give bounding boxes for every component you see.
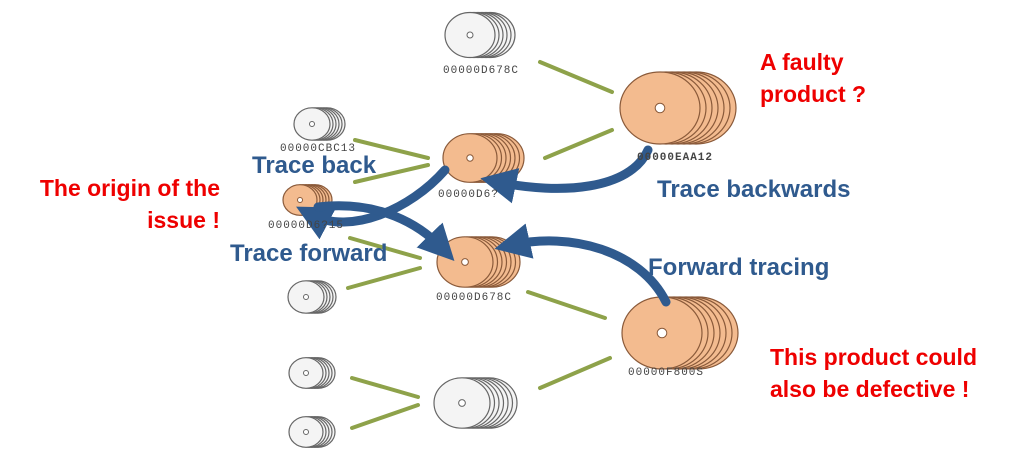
link-top-faulty	[538, 60, 614, 94]
serial-label-mid-upper: 00000D6?	[438, 189, 499, 201]
disc-hole	[458, 399, 466, 407]
serial-label-defective: 00000F800S	[628, 367, 704, 379]
serial-label-mid-lower: 00000D678C	[436, 292, 512, 304]
disc-hole	[297, 197, 303, 203]
link-leftlow2-bottom	[350, 403, 420, 430]
node-disc-stack	[287, 280, 337, 314]
origin-annotation: The origin of the issue !	[39, 175, 220, 233]
node-disc-stack-faulty	[619, 71, 737, 145]
disc-hole	[656, 327, 668, 339]
could-be-defective-annotation: This product could also be defective !	[770, 344, 977, 402]
trace-forward-label: Trace forward	[230, 240, 388, 267]
link-leftlow1-bottom	[350, 376, 420, 399]
node-disc-stack	[433, 377, 518, 429]
forward-tracing-arrow	[494, 223, 671, 307]
trace-backwards-label: Trace backwards	[657, 176, 851, 203]
disc-hole	[303, 429, 309, 435]
trace-backwards-arrow	[480, 145, 653, 204]
node-disc-stack	[444, 11, 516, 59]
faulty-product-annotation: A faulty product ?	[760, 49, 867, 107]
serial-label-top: 00000D678C	[443, 65, 519, 77]
link-leftmid-midlower	[346, 266, 422, 290]
disc-hole	[466, 31, 474, 39]
link-bottom-defective	[538, 356, 612, 390]
disc-hole	[654, 102, 666, 114]
link-origin-midlower	[348, 236, 422, 260]
disc-hole	[303, 370, 309, 376]
trace-back-label: Trace back	[252, 152, 377, 179]
node-disc-stack	[288, 416, 336, 448]
node-disc-stack	[442, 133, 525, 183]
disc-hole	[461, 258, 469, 266]
node-disc-stack	[293, 107, 346, 141]
link-midlower-defective	[526, 290, 607, 320]
trace-arrows	[296, 145, 671, 307]
serial-label-faulty: 00000EAA12	[637, 152, 713, 164]
disc-hole	[303, 294, 309, 300]
connector-lines	[346, 60, 614, 430]
serial-label-origin: 00000D6?15	[268, 220, 344, 232]
serial-label-cbc13: 00000CBC13	[280, 143, 356, 155]
node-disc-stack	[288, 357, 336, 389]
disc-hole	[309, 121, 315, 127]
serial-labels: 00000D678C 00000CBC13 00000D6?15 00000D6…	[268, 65, 713, 379]
link-origin-midupper	[353, 163, 430, 184]
link-midupper-faulty	[543, 128, 614, 160]
trace-forward-arrow	[313, 201, 455, 262]
node-disc-stack-defective	[621, 296, 739, 370]
disc-hole	[466, 154, 474, 162]
link-cbc13-midupper	[353, 138, 430, 160]
forward-tracing-label: Forward tracing	[648, 254, 830, 281]
